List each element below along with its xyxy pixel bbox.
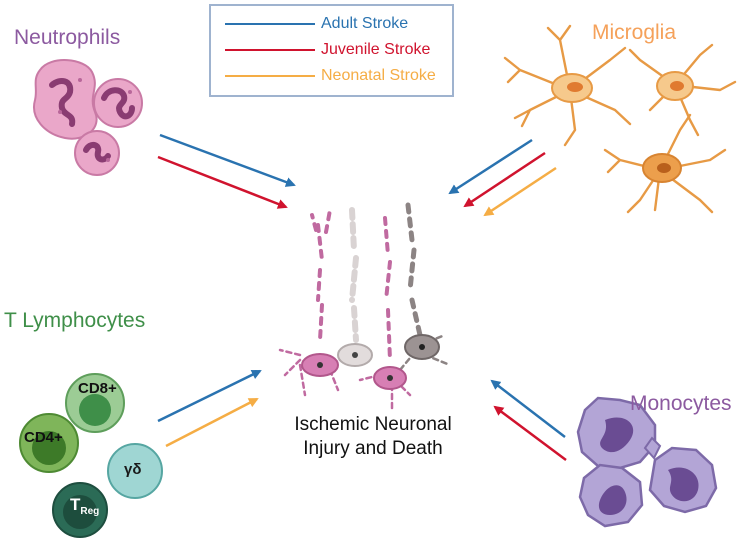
damaged-neurons-illustration <box>278 202 452 412</box>
neutrophils-adult-arrow <box>159 133 296 187</box>
t-lymphocytes-neonatal-arrow <box>165 397 259 448</box>
monocytes-illustration <box>576 396 718 528</box>
neuron-cell-bodies <box>301 334 440 390</box>
cd8-label: CD8+ <box>78 380 117 397</box>
legend-item-juvenile: Juvenile Stroke <box>225 40 455 60</box>
neutrophils-label: Neutrophils <box>14 26 121 49</box>
monocytes-adult-arrow <box>490 379 566 438</box>
treg-label: TReg <box>70 495 99 517</box>
neutrophils-juvenile-arrow <box>157 155 288 209</box>
center-label-line1: Ischemic Neuronal <box>294 414 452 435</box>
legend-label-neonatal: Neonatal Stroke <box>321 67 436 84</box>
legend-swatch-neonatal <box>225 75 315 77</box>
legend-swatch-juvenile <box>225 49 315 51</box>
t-lymphocytes-adult-arrow <box>157 369 262 423</box>
cd4-label: CD4+ <box>24 429 63 446</box>
legend-item-neonatal: Neonatal Stroke <box>225 66 455 86</box>
microglia-adult-arrow <box>448 138 533 195</box>
microglia-illustration <box>503 24 737 214</box>
legend-item-adult: Adult Stroke <box>225 14 455 34</box>
legend-swatch-adult <box>225 23 315 25</box>
legend: Adult Stroke Juvenile Stroke Neonatal St… <box>209 4 454 97</box>
microglia-label: Microglia <box>592 21 677 44</box>
treg-label-sub: Reg <box>80 506 100 517</box>
t-lymphocytes-illustration <box>19 373 163 538</box>
monocytes-label: Monocytes <box>630 392 732 415</box>
microglia-neonatal-arrow <box>483 166 557 217</box>
arrows <box>157 133 567 462</box>
center-label: Ischemic Neuronal Injury and Death <box>263 413 483 461</box>
treg-label-main: T <box>70 495 81 514</box>
legend-label-adult: Adult Stroke <box>321 15 409 32</box>
monocytes-juvenile-arrow <box>493 405 567 462</box>
legend-label-juvenile: Juvenile Stroke <box>321 41 431 58</box>
microglia-juvenile-arrow <box>463 151 546 208</box>
gamma-delta-label: γδ <box>124 461 142 478</box>
center-label-line2: Injury and Death <box>303 438 443 459</box>
t-lymphocytes-label: T Lymphocytes <box>4 309 146 332</box>
neutrophils-illustration <box>33 59 143 176</box>
microglia-cell-bodies <box>551 71 694 183</box>
